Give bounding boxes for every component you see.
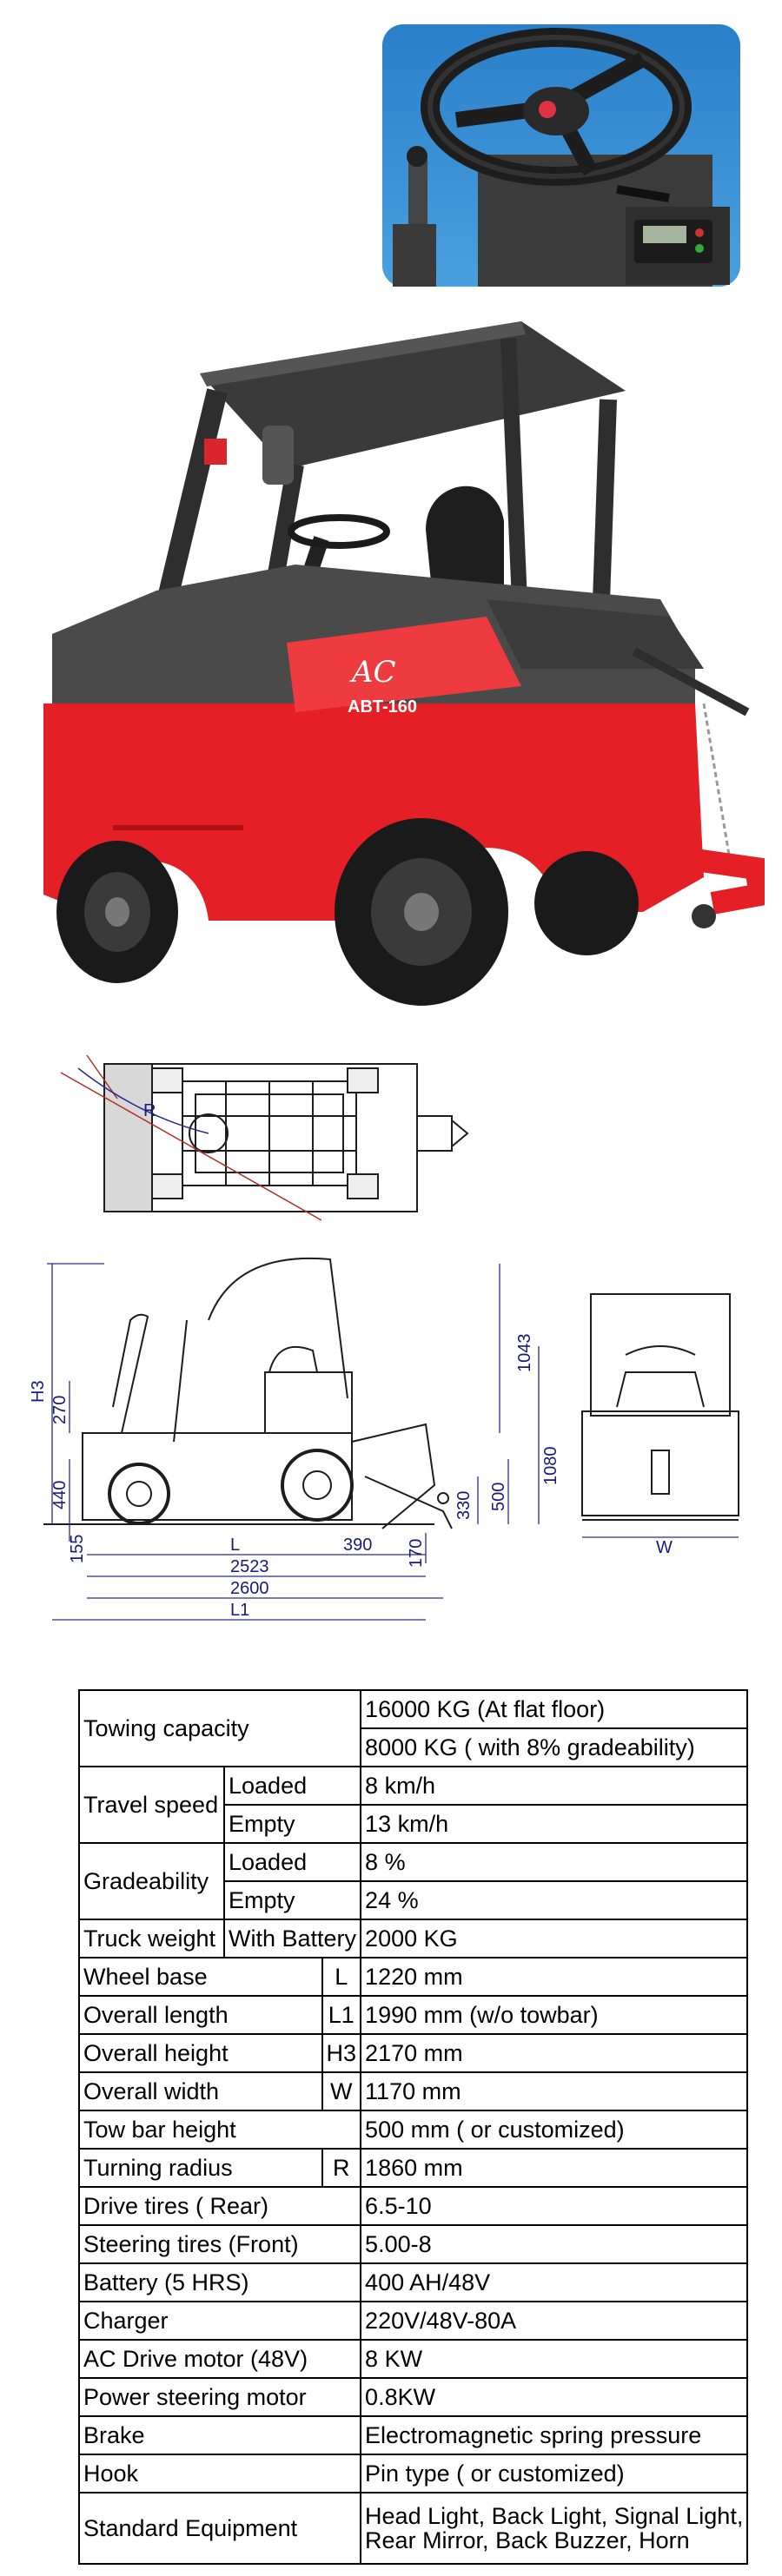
gradeability-loaded-label: Loaded xyxy=(222,1842,362,1882)
tow-bar-height-value: 500 mm ( or customized) xyxy=(360,2110,749,2150)
gradeability-loaded-value: 8 % xyxy=(360,1842,749,1882)
turning-radius-symbol: R xyxy=(321,2148,362,2188)
table-row: Charger 220V/48V-80A xyxy=(77,2301,749,2341)
hook-value: Pin type ( or customized) xyxy=(360,2454,749,2493)
wheel-base-value: 1220 mm xyxy=(360,1957,749,1997)
wheel-base-label: Wheel base xyxy=(78,1957,323,1997)
standard-equipment-line-1: Head Light, Back Light, Signal Light, xyxy=(365,2502,744,2529)
truck-weight-value: 2000 KG xyxy=(360,1919,749,1958)
table-row: Turning radius R 1860 mm xyxy=(78,2148,749,2188)
overall-height-value: 2170 mm xyxy=(360,2033,749,2073)
overall-length-label: Overall length xyxy=(78,1995,323,2035)
ac-drive-motor-value: 8 KW xyxy=(360,2339,749,2379)
overall-length-value: 1990 mm (w/o towbar) xyxy=(360,1995,749,2035)
dim-l1-label: L1 xyxy=(230,1601,249,1620)
gradeability-empty-value: 24 % xyxy=(360,1880,749,1920)
table-row: Power steering motor 0.8KW xyxy=(77,2377,749,2417)
table-row: Truck weight With Battery 2000 KG xyxy=(78,1919,749,1958)
towing-capacity-value-2: 8000 KG ( with 8% gradeability) xyxy=(360,1727,749,1767)
dim-h3-label: H3 xyxy=(29,1380,48,1403)
power-steering-motor-value: 0.8KW xyxy=(360,2377,749,2417)
turning-radius-value: 1860 mm xyxy=(360,2148,749,2188)
table-row: Overall height H3 2170 mm xyxy=(78,2033,749,2073)
ac-drive-motor-label: AC Drive motor (48V) xyxy=(77,2339,362,2379)
side-view-drawing: H3 270 440 155 1043 1080 330 500 170 L 3… xyxy=(17,1233,782,1668)
drive-tires-value: 6.5-10 xyxy=(360,2186,749,2226)
table-row: Overall width W 1170 mm xyxy=(78,2071,749,2111)
model-label: ABT-160 xyxy=(348,697,417,717)
charger-label: Charger xyxy=(77,2301,362,2341)
overall-length-symbol: L1 xyxy=(321,1995,362,2035)
table-row: Towing capacity 16000 KG (At flat floor) xyxy=(77,1689,749,1767)
table-row: Brake Electromagnetic spring pressure xyxy=(77,2415,749,2455)
travel-speed-loaded-label: Loaded xyxy=(222,1766,362,1806)
table-row: AC Drive motor (48V) 8 KW xyxy=(77,2339,749,2379)
table-row: 8000 KG ( with 8% gradeability) xyxy=(79,1727,749,1767)
overall-height-label: Overall height xyxy=(78,2033,323,2073)
travel-speed-label: Travel speed xyxy=(78,1766,225,1844)
travel-speed-empty-value: 13 km/h xyxy=(360,1804,749,1844)
table-row: Battery (5 HRS) 400 AH/48V xyxy=(77,2262,749,2302)
standard-equipment-value: Head Light, Back Light, Signal Light, Re… xyxy=(360,2492,749,2565)
travel-speed-empty-label: Empty xyxy=(222,1804,362,1844)
towing-capacity-value-1: 16000 KG (At flat floor) xyxy=(360,1689,749,1729)
brake-label: Brake xyxy=(77,2415,362,2455)
dim-170-label: 170 xyxy=(407,1539,426,1568)
power-steering-motor-label: Power steering motor xyxy=(77,2377,362,2417)
gradeability-empty-label: Empty xyxy=(222,1880,362,1920)
dim-1080-label: 1080 xyxy=(541,1447,560,1486)
table-row: Overall length L1 1990 mm (w/o towbar) xyxy=(78,1995,749,2035)
hook-label: Hook xyxy=(77,2454,362,2493)
table-row: Steering tires (Front) 5.00-8 xyxy=(77,2224,749,2264)
truck-weight-sub-label: With Battery xyxy=(222,1919,362,1958)
dim-2600-label: 2600 xyxy=(230,1579,269,1598)
overall-height-symbol: H3 xyxy=(321,2033,362,2073)
towing-capacity-label: Towing capacity xyxy=(77,1689,362,1767)
table-row: Drive tires ( Rear) 6.5-10 xyxy=(77,2186,749,2226)
dim-1043-label: 1043 xyxy=(515,1334,534,1373)
standard-equipment-line-2: Rear Mirror, Back Buzzer, Horn xyxy=(365,2527,690,2553)
brake-value: Electromagnetic spring pressure xyxy=(360,2415,749,2455)
tow-tractor-photo: AC ABT-160 xyxy=(35,304,765,1007)
travel-speed-loaded-value: 8 km/h xyxy=(360,1766,749,1806)
battery-value: 400 AH/48V xyxy=(360,2262,749,2302)
standard-equipment-label: Standard Equipment xyxy=(77,2492,362,2565)
drive-tires-label: Drive tires ( Rear) xyxy=(77,2186,362,2226)
overall-width-value: 1170 mm xyxy=(360,2071,749,2111)
overall-width-symbol: W xyxy=(321,2071,362,2111)
table-row: Hook Pin type ( or customized) xyxy=(77,2454,749,2493)
dim-500-label: 500 xyxy=(489,1483,508,1511)
table-row: Gradeability Loaded 8 % xyxy=(78,1842,749,1920)
dim-440-label: 440 xyxy=(50,1481,70,1509)
spec-table: Towing capacity 16000 KG (At flat floor)… xyxy=(77,1689,749,2565)
dim-radius-label: R xyxy=(143,1101,156,1120)
wheel-base-symbol: L xyxy=(321,1957,362,1997)
table-row: Travel speed Loaded 8 km/h xyxy=(78,1766,749,1844)
dim-155-label: 155 xyxy=(68,1535,87,1563)
steering-tires-value: 5.00-8 xyxy=(360,2224,749,2264)
gradeability-label: Gradeability xyxy=(78,1842,225,1920)
table-row: Empty 13 km/h xyxy=(79,1804,749,1844)
ac-logo: AC xyxy=(349,655,396,690)
dim-330-label: 330 xyxy=(454,1491,474,1520)
table-row: Standard Equipment Head Light, Back Ligh… xyxy=(77,2492,749,2565)
battery-label: Battery (5 HRS) xyxy=(77,2262,362,2302)
table-row: Wheel base L 1220 mm xyxy=(78,1957,749,1997)
table-row: Empty 24 % xyxy=(79,1880,749,1920)
top-view-drawing: R xyxy=(52,1047,469,1229)
dim-2523-label: 2523 xyxy=(230,1557,269,1576)
steering-tires-label: Steering tires (Front) xyxy=(77,2224,362,2264)
truck-weight-label: Truck weight xyxy=(78,1919,225,1958)
dim-270-label: 270 xyxy=(50,1396,70,1424)
dim-390-label: 390 xyxy=(343,1536,372,1555)
tow-bar-height-label: Tow bar height xyxy=(77,2110,362,2150)
dim-l-label: L xyxy=(230,1536,240,1555)
dim-w-label: W xyxy=(656,1538,673,1557)
steering-wheel-photo xyxy=(382,24,740,287)
table-row: Tow bar height 500 mm ( or customized) xyxy=(77,2110,749,2150)
turning-radius-label: Turning radius xyxy=(78,2148,323,2188)
charger-value: 220V/48V-80A xyxy=(360,2301,749,2341)
overall-width-label: Overall width xyxy=(78,2071,323,2111)
